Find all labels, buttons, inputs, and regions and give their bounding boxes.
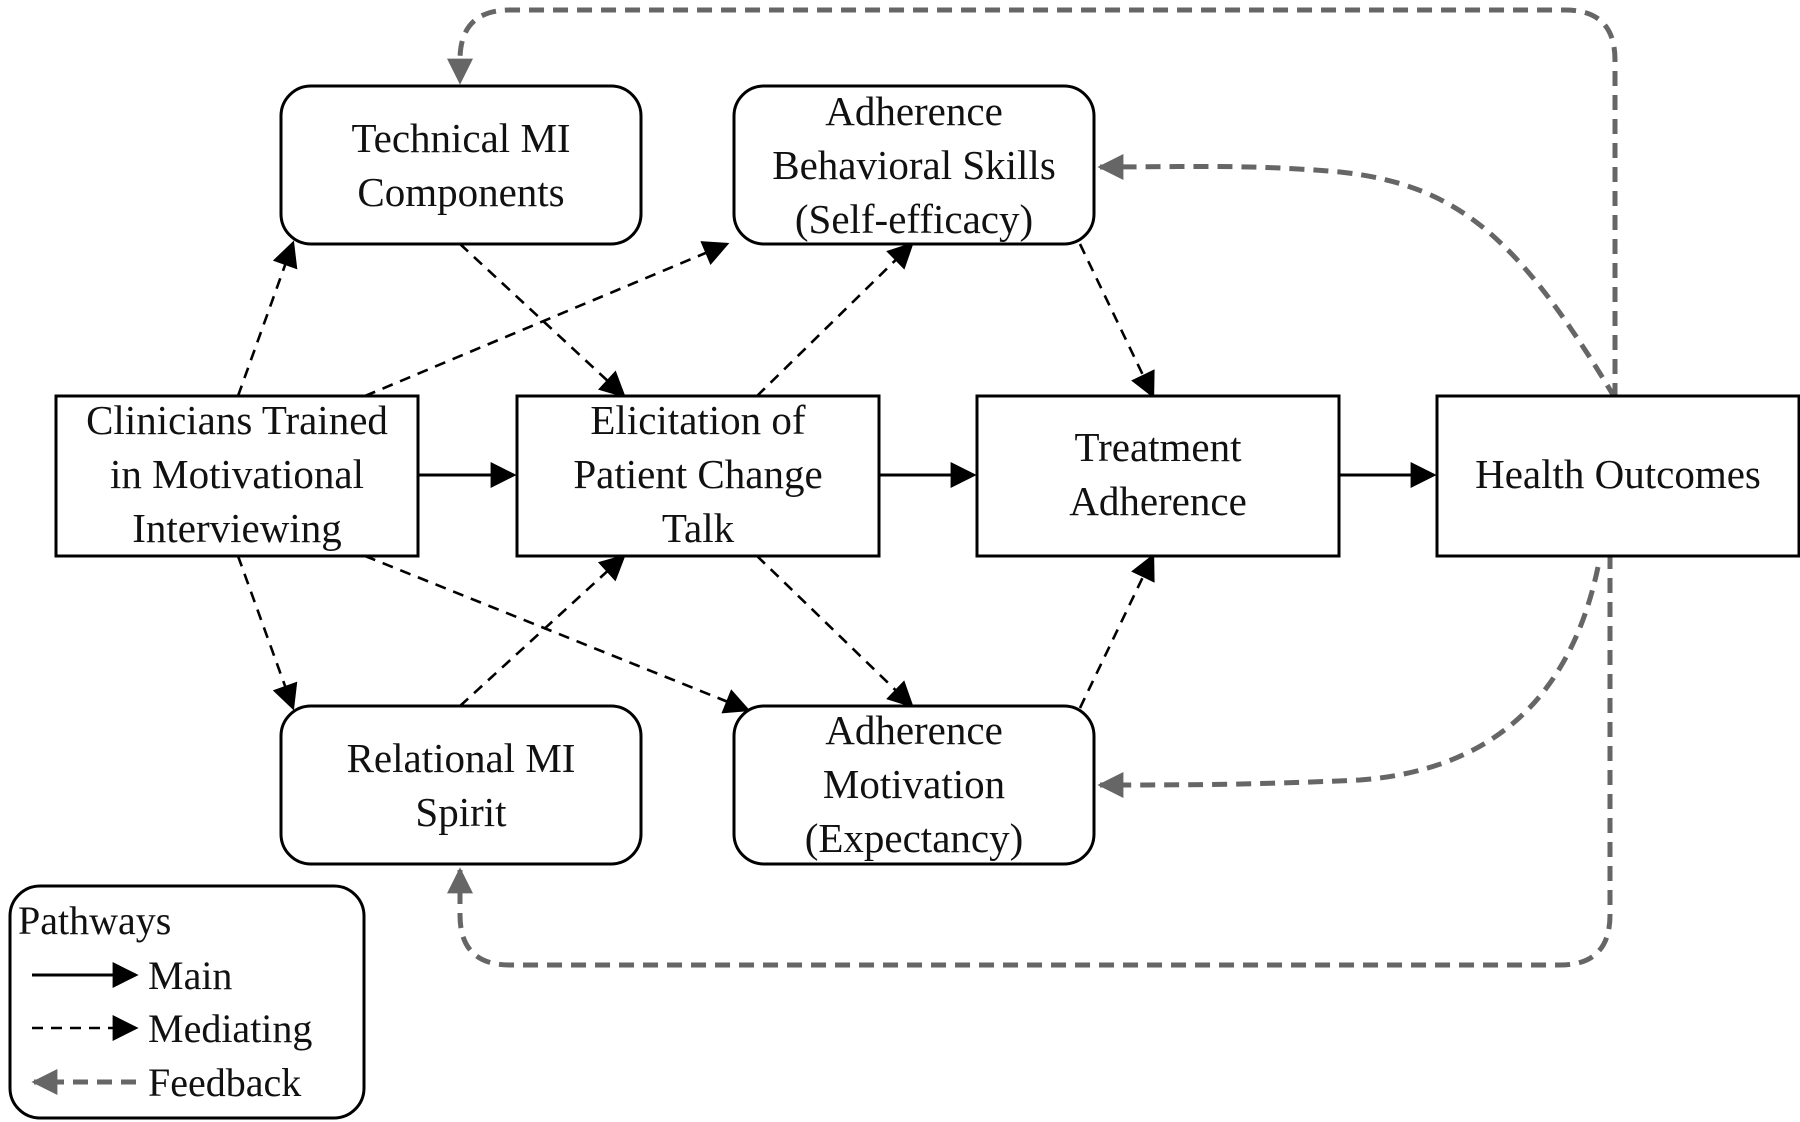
node-relational-line-2: Spirit: [415, 789, 507, 835]
mediating-edge-skills-to-treatment: [1078, 243, 1155, 399]
legend-feedback-label: Feedback: [148, 1060, 301, 1105]
mediating-edge-clinicians-to-technical: [236, 240, 298, 397]
node-skills-line-3: (Self-efficacy): [795, 196, 1033, 242]
mediating-edge-clinicians-to-skills: [364, 241, 730, 398]
node-technical-mi: Technical MI Components: [279, 84, 643, 246]
node-treatment-line-1: Treatment: [1074, 424, 1242, 470]
node-relational-line-1: Relational MI: [347, 735, 576, 781]
node-treatment-line-2: Adherence: [1069, 478, 1247, 524]
feedback-edge-health-to-technical: [447, 7, 1618, 398]
feedback-edge-health-to-motivation: [1097, 566, 1601, 798]
mediating-edge-technical-to-elicitation: [459, 243, 626, 398]
node-motivation-line-3: (Expectancy): [805, 815, 1024, 861]
node-clinicians-line-1: Clinicians Trained: [86, 397, 388, 443]
feedback-edges: [447, 7, 1618, 968]
node-skills-line-1: Adherence: [825, 88, 1003, 134]
node-clinicians-line-2: in Motivational: [110, 451, 364, 497]
legend: Pathways Main Mediating Feedback: [8, 884, 366, 1120]
node-elicitation-line-3: Talk: [662, 505, 735, 551]
mediating-edge-clinicians-to-relational: [236, 555, 298, 711]
legend-title: Pathways: [18, 898, 171, 943]
mediating-edge-clinicians-to-motivation: [364, 554, 751, 714]
mediating-edges: [236, 240, 1155, 714]
node-treatment-adherence: Treatment Adherence: [975, 394, 1341, 558]
node-elicitation-line-1: Elicitation of: [590, 397, 806, 443]
node-motivation-line-1: Adherence: [825, 707, 1003, 753]
node-adherence-motivation: Adherence Motivation (Expectancy): [732, 704, 1096, 866]
node-elicitation-line-2: Patient Change: [573, 451, 822, 497]
mediating-edge-relational-to-elicitation: [459, 554, 626, 707]
mediating-edge-motivation-to-treatment: [1078, 553, 1155, 709]
node-motivation-line-2: Motivation: [823, 761, 1005, 807]
node-clinicians-line-3: Interviewing: [132, 505, 341, 551]
node-relational-mi: Relational MI Spirit: [279, 704, 643, 866]
mediating-edge-elicitation-to-motivation: [756, 555, 914, 708]
node-elicitation: Elicitation of Patient Change Talk: [515, 394, 881, 558]
feedback-edge-health-to-skills: [1097, 153, 1618, 400]
node-health-line-1: Health Outcomes: [1475, 451, 1761, 497]
node-behavioral-skills: Adherence Behavioral Skills (Self-effica…: [732, 84, 1096, 246]
node-health-outcomes: Health Outcomes: [1435, 394, 1800, 558]
node-technical-line-2: Components: [357, 169, 564, 215]
node-clinicians: Clinicians Trained in Motivational Inter…: [54, 394, 420, 558]
mediating-edge-elicitation-to-skills: [756, 242, 914, 397]
node-skills-line-2: Behavioral Skills: [772, 142, 1056, 188]
node-technical-line-1: Technical MI: [351, 115, 570, 161]
feedback-edge-health-to-relational: [447, 554, 1613, 968]
legend-mediating-label: Mediating: [148, 1006, 312, 1051]
legend-main-label: Main: [148, 953, 232, 998]
